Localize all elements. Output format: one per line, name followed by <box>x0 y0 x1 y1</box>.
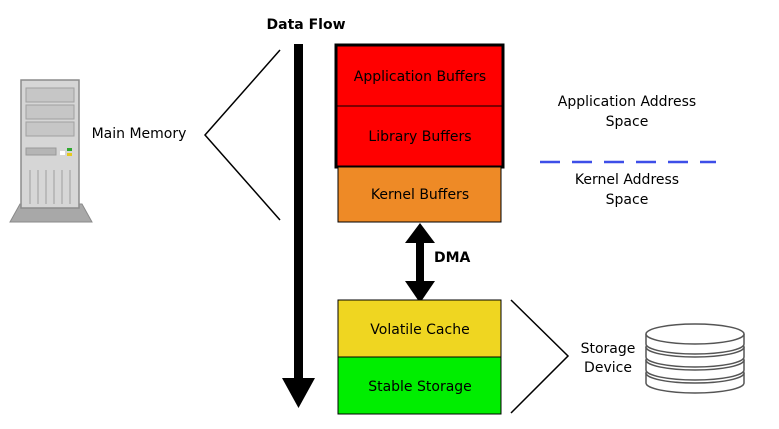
server-tower-icon <box>9 79 93 223</box>
storage-device-label-line1: Storage <box>581 341 636 357</box>
main-memory-bracket <box>203 49 281 221</box>
kernel-address-space-line2: Space <box>606 192 649 208</box>
library-buffers-block <box>336 105 503 167</box>
kernel-buffers-block <box>337 166 502 223</box>
dma-label: DMA <box>434 250 471 266</box>
application-address-space-line1: Application Address <box>558 94 696 110</box>
main-memory-label: Main Memory <box>92 126 187 142</box>
volatile-cache-label: Volatile Cache <box>370 322 469 338</box>
volatile-cache-block <box>337 299 502 358</box>
storage-device-label-line2: Device <box>584 360 632 376</box>
diagram-title: Data Flow <box>267 17 346 33</box>
application-buffers-label: Application Buffers <box>354 69 486 85</box>
application-address-space-line2: Space <box>606 114 649 130</box>
storage-device-bracket <box>510 299 570 414</box>
kernel-buffers-label: Kernel Buffers <box>371 187 469 203</box>
disk-stack-icon <box>645 323 745 394</box>
dma-arrow <box>405 223 435 303</box>
data-flow-arrow <box>282 44 315 408</box>
library-buffers-label: Library Buffers <box>368 129 471 145</box>
stable-storage-label: Stable Storage <box>368 379 472 395</box>
stable-storage-block <box>337 356 502 415</box>
application-buffers-block <box>336 45 503 107</box>
kernel-address-space-line1: Kernel Address <box>575 172 679 188</box>
